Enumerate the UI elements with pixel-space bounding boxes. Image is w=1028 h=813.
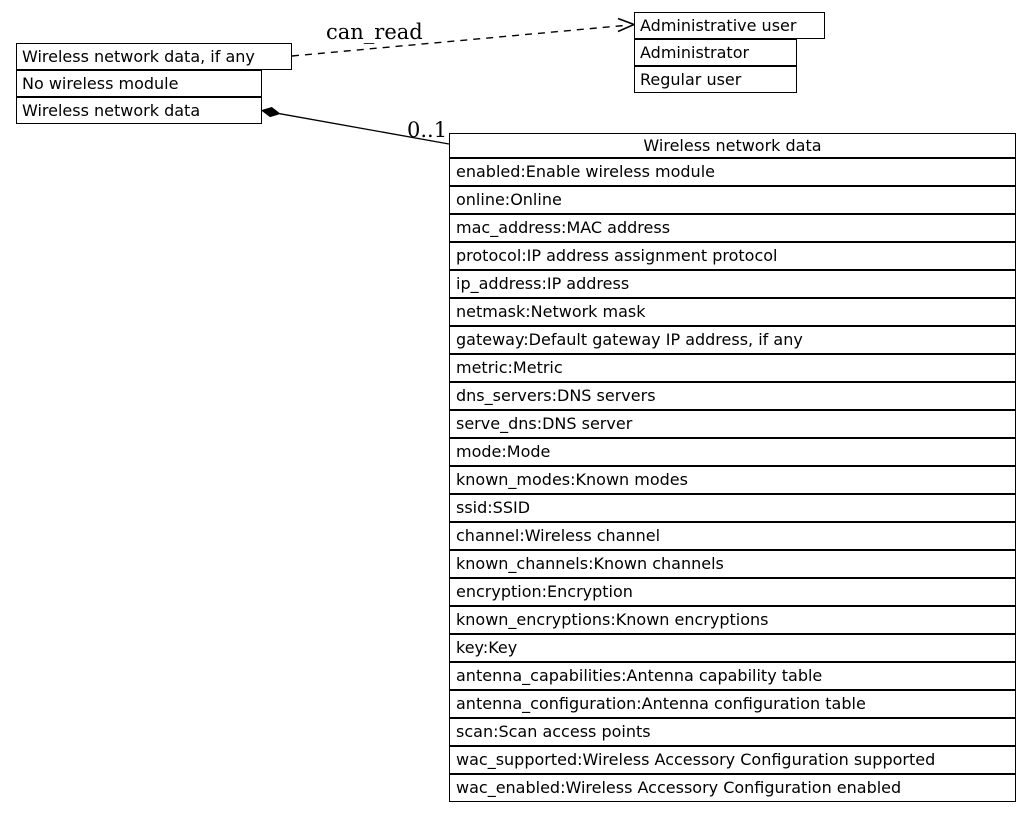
attribute-row: channel:Wireless channel [449, 522, 1016, 550]
attribute-row: ip_address:IP address [449, 270, 1016, 298]
attribute-row: antenna_capabilities:Antenna capability … [449, 662, 1016, 690]
attribute-row: ssid:SSID [449, 494, 1016, 522]
attribute-row: antenna_configuration:Antenna configurat… [449, 690, 1016, 718]
attribute-row: wac_supported:Wireless Accessory Configu… [449, 746, 1016, 774]
attribute-row: known_channels:Known channels [449, 550, 1016, 578]
edge-label-multiplicity: 0..1 [407, 118, 448, 142]
node-wireless-network-data-attributes: Wireless network data enabled:Enable wir… [449, 133, 1016, 802]
record-cell: Administrator [634, 39, 797, 66]
record-cell: No wireless module [16, 70, 262, 97]
attribute-row: known_modes:Known modes [449, 466, 1016, 494]
attribute-row: netmask:Network mask [449, 298, 1016, 326]
attribute-row: gateway:Default gateway IP address, if a… [449, 326, 1016, 354]
attribute-row: protocol:IP address assignment protocol [449, 242, 1016, 270]
attribute-row: encryption:Encryption [449, 578, 1016, 606]
edge-label-can-read: can_read [326, 20, 423, 44]
attribute-row: enabled:Enable wireless module [449, 158, 1016, 186]
record-cell: Wireless network data, if any [16, 43, 292, 70]
attribute-row: mode:Mode [449, 438, 1016, 466]
record-cell: Administrative user [634, 12, 825, 39]
attribute-row: scan:Scan access points [449, 718, 1016, 746]
attribute-row: known_encryptions:Known encryptions [449, 606, 1016, 634]
record-cell: Wireless network data [16, 97, 262, 124]
record-cell: Regular user [634, 66, 797, 93]
attribute-row: metric:Metric [449, 354, 1016, 382]
attribute-row: key:Key [449, 634, 1016, 662]
attribute-row: serve_dns:DNS server [449, 410, 1016, 438]
arrowhead-vee-icon [617, 17, 637, 33]
attribute-row: mac_address:MAC address [449, 214, 1016, 242]
table-title: Wireless network data [449, 133, 1016, 158]
attribute-row: wac_enabled:Wireless Accessory Configura… [449, 774, 1016, 802]
attribute-row: online:Online [449, 186, 1016, 214]
attribute-row: dns_servers:DNS servers [449, 382, 1016, 410]
